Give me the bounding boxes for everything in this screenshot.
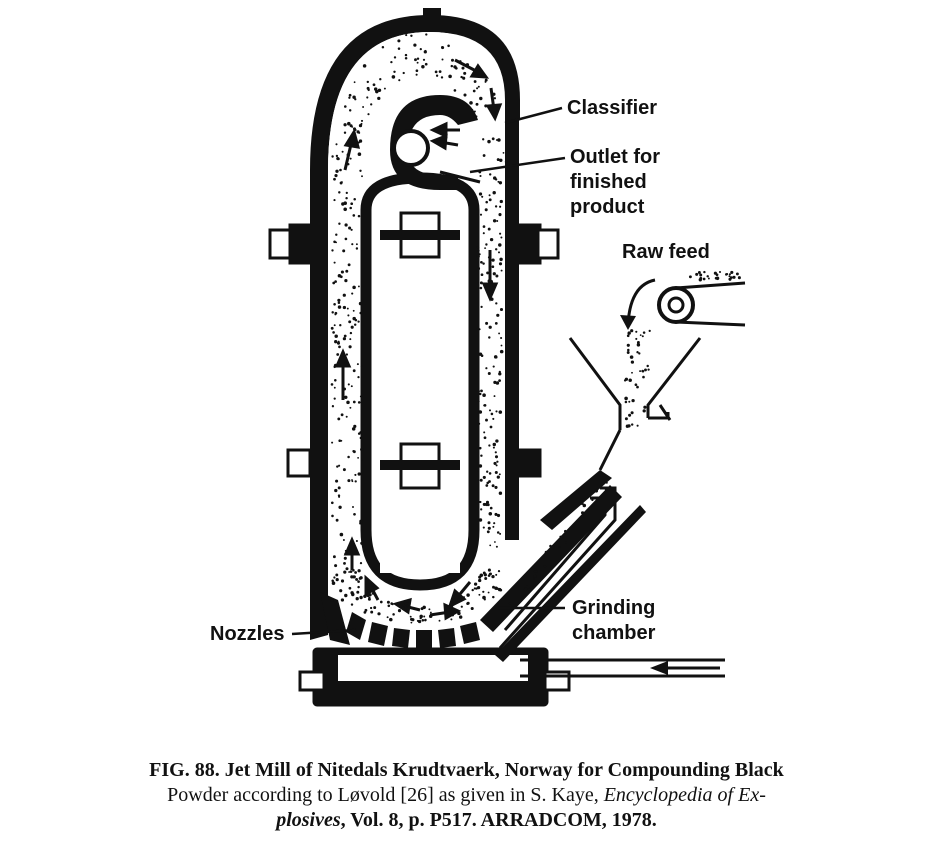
label-outlet-line3: product [570, 196, 645, 218]
figure-caption: FIG. 88. Jet Mill of Nitedals Krudtvaerk… [40, 758, 893, 833]
mill-inner-loop [360, 172, 480, 591]
inlet-arrow [650, 661, 720, 675]
label-nozzles: Nozzles [210, 623, 285, 645]
caption-line-2: Powder according to Løvold [26] as given… [40, 783, 893, 808]
nozzles [320, 592, 480, 648]
side-lugs [268, 223, 560, 478]
classifier [390, 95, 481, 190]
caption-line-2-text: Powder according to Løvold [26] as given… [167, 784, 599, 806]
label-grinding-line2: chamber [572, 622, 656, 644]
raw-feed-conveyor [620, 278, 746, 330]
label-grinding-line1: Grinding [572, 597, 656, 619]
caption-line-1: FIG. 88. Jet Mill of Nitedals Krudtvaerk… [149, 759, 784, 781]
mill-base [298, 647, 571, 707]
powder-particles [330, 33, 741, 624]
label-outlet-line2: finished [570, 171, 647, 193]
caption-line-3-text: , Vol. 8, p. P517. ARRADCOM, 1978. [340, 809, 657, 831]
caption-encyclopedia-title: Encyclopedia of Ex- [603, 784, 766, 806]
caption-line-3: plosives, Vol. 8, p. P517. ARRADCOM, 197… [40, 808, 893, 833]
label-classifier: Classifier [567, 97, 658, 119]
air-inlet-pipe [498, 486, 725, 678]
feed-hopper [568, 337, 702, 471]
caption-explosives-title: plosives [276, 809, 341, 831]
leader-lines [291, 106, 566, 636]
label-outlet-line1: Outlet for [570, 146, 660, 168]
label-raw-feed: Raw feed [622, 241, 710, 263]
grinding-chamber [480, 470, 646, 662]
